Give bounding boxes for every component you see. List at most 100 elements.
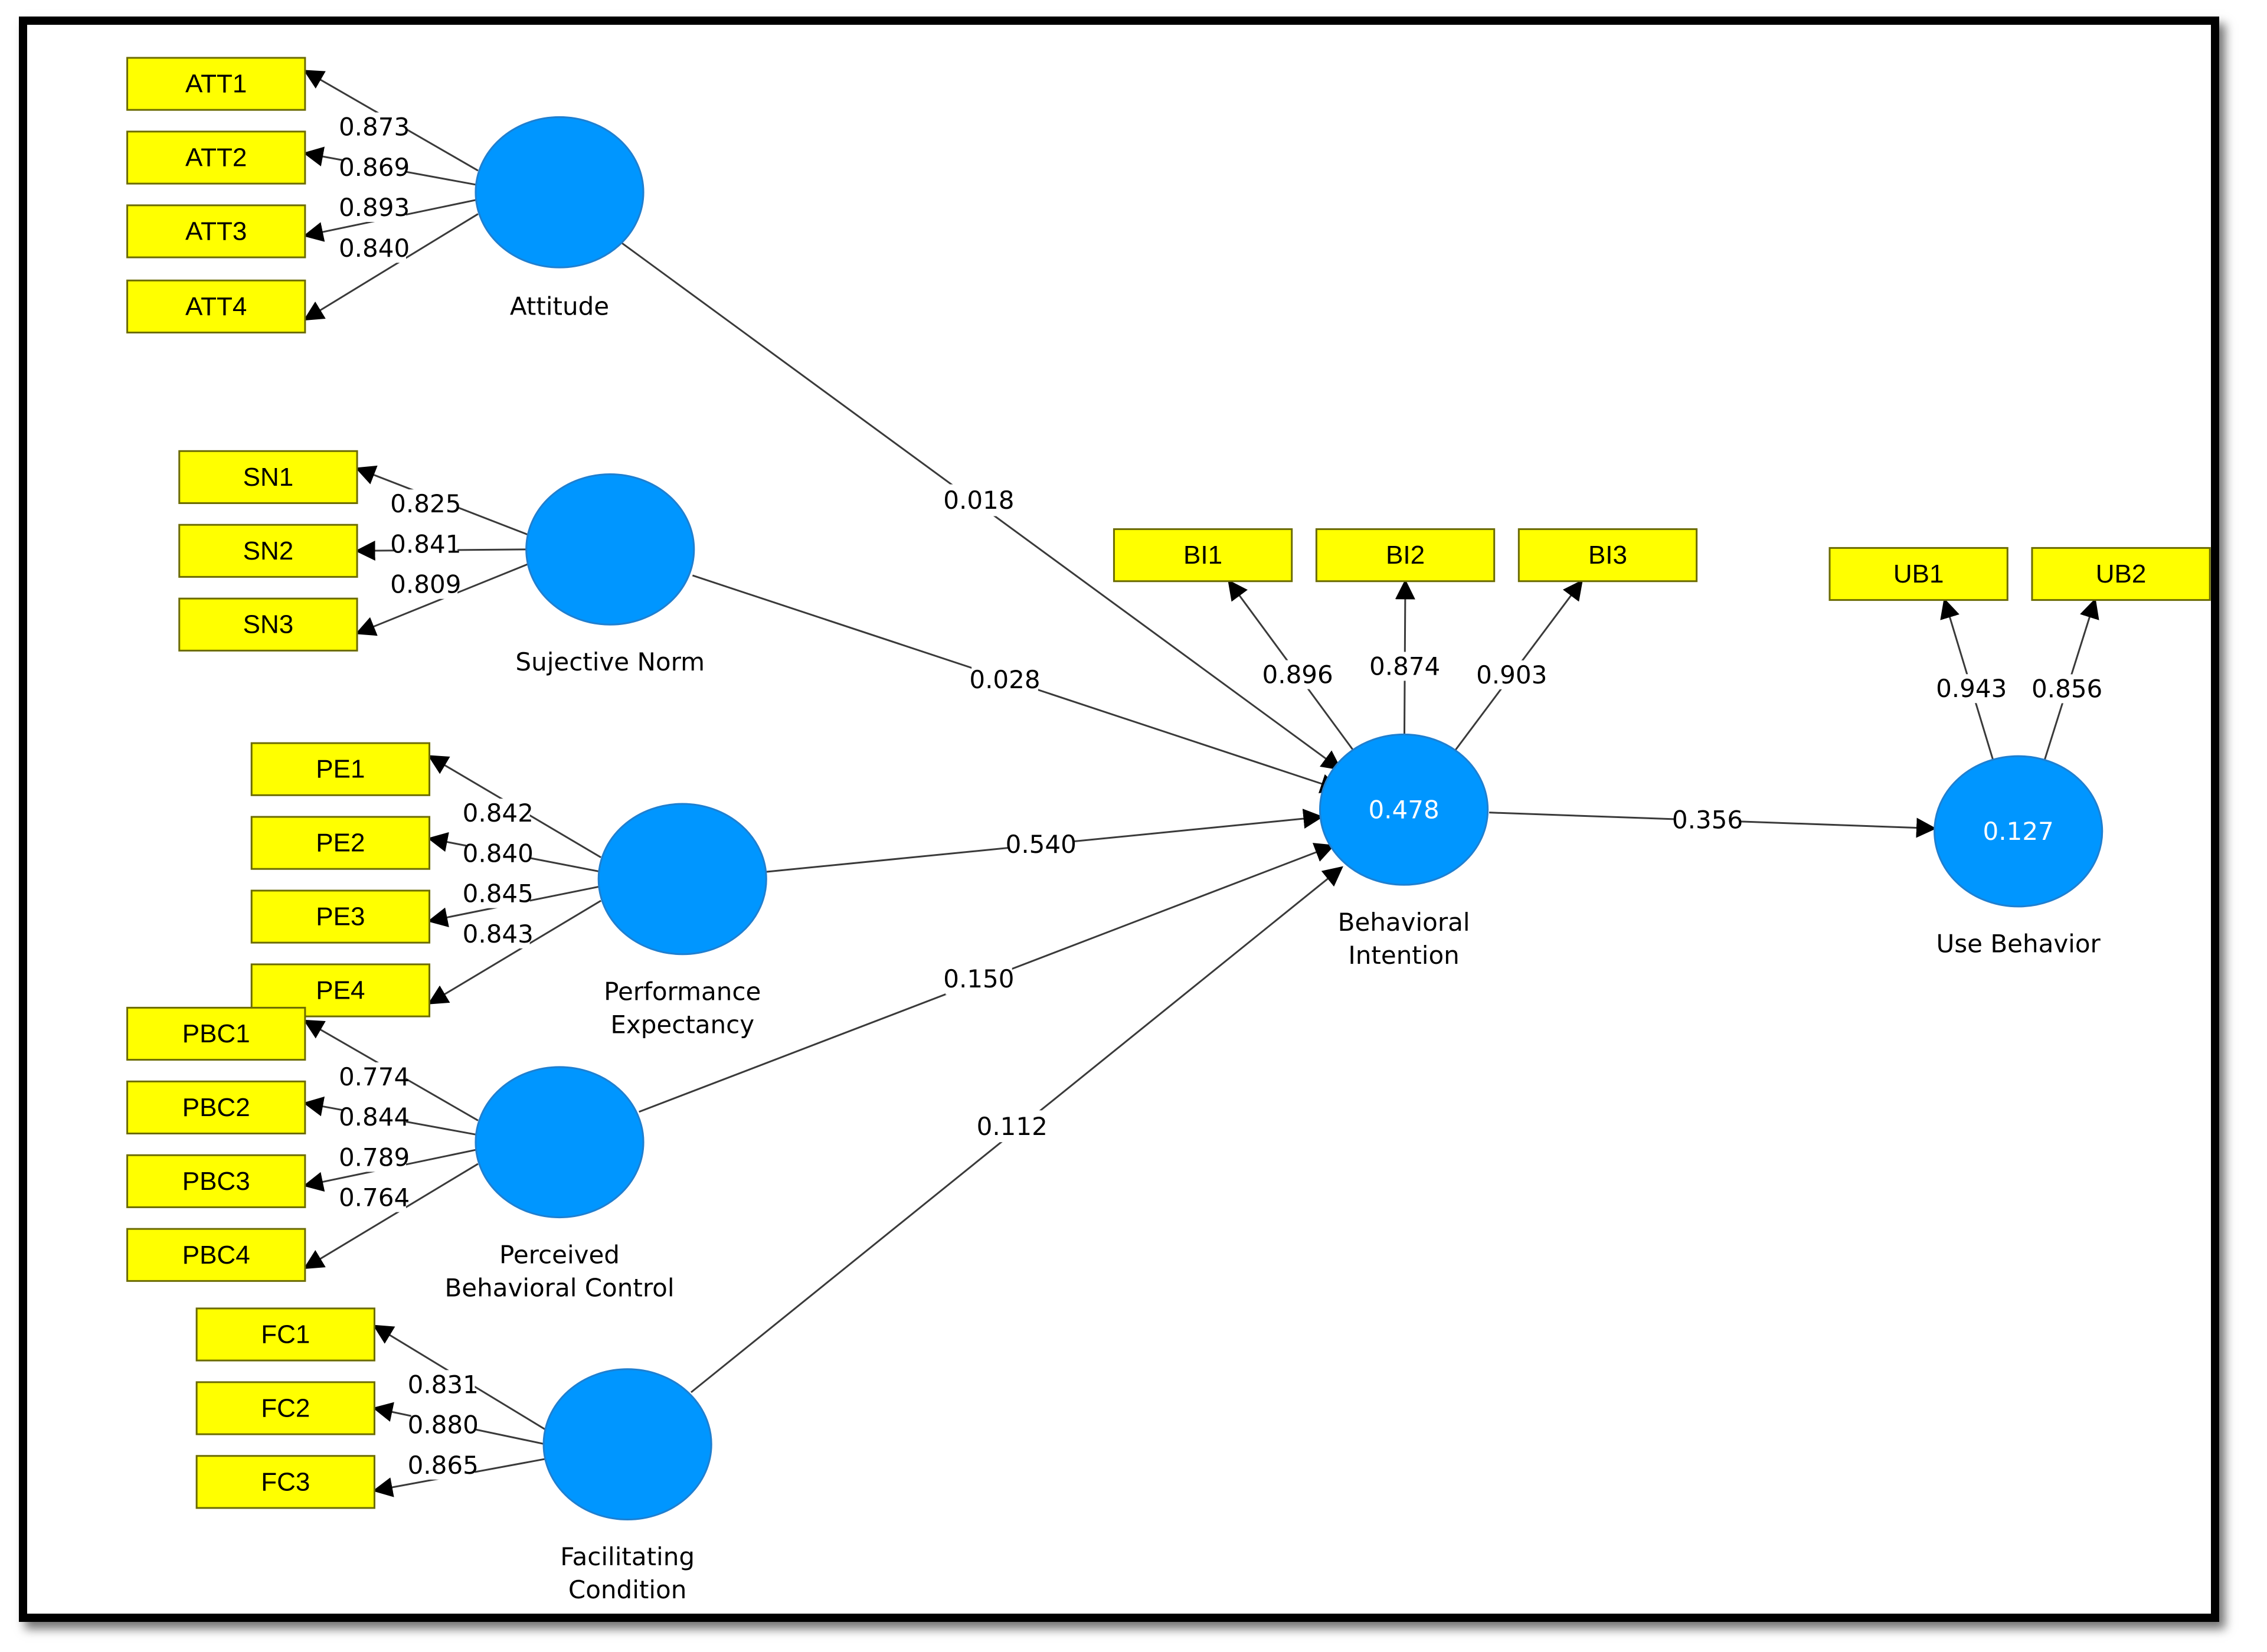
indicator-box-pe3[interactable] [250, 889, 431, 944]
indicator-label: PE2 [316, 829, 365, 858]
indicator-label: SN1 [243, 463, 294, 492]
loading-value: 0.873 [339, 113, 410, 142]
indicator-label: UB1 [1893, 560, 1944, 588]
loading-label-bg [394, 489, 458, 519]
indicator-label: SN2 [243, 537, 294, 565]
loading-label-bg [466, 879, 530, 908]
loading-value: 0.764 [339, 1183, 410, 1212]
r-squared-value: 0.127 [1983, 817, 2054, 846]
construct-label: Sujective Norm [515, 647, 705, 676]
construct-label: Attitude [510, 292, 609, 320]
loading-label-bg [342, 112, 406, 142]
loading-value: 0.825 [390, 489, 461, 518]
indicator-label: PBC4 [182, 1241, 250, 1270]
construct-label: Perceived [499, 1240, 620, 1269]
loading-label-bg [1939, 674, 2004, 704]
indicator-label: PE4 [316, 976, 365, 1005]
loading-value: 0.874 [1369, 652, 1440, 681]
loading-value: 0.843 [463, 920, 534, 948]
loading-value: 0.840 [463, 839, 534, 868]
indicator-label: BI2 [1386, 541, 1425, 570]
loading-label-bg [466, 799, 530, 828]
indicator-label: PE1 [316, 755, 365, 784]
indicator-label: PE3 [316, 902, 365, 931]
construct-bi[interactable] [1319, 733, 1489, 886]
indicator-box-fc1[interactable] [195, 1307, 375, 1362]
construct-att[interactable] [475, 116, 645, 269]
loading-label-bg [394, 529, 458, 559]
indicator-box-fc2[interactable] [195, 1381, 375, 1435]
construct-ub[interactable] [1934, 755, 2104, 908]
loading-label-bg [411, 1410, 475, 1440]
loading-value: 0.865 [408, 1451, 479, 1480]
indicator-box-pe2[interactable] [250, 816, 431, 870]
loading-label-bg [466, 919, 530, 948]
indicator-box-pbc2[interactable] [126, 1080, 306, 1134]
construct-label: Condition [568, 1575, 686, 1604]
path-coefficient: 0.540 [1006, 830, 1077, 859]
path-coef-bg [979, 1110, 1046, 1143]
construct-pbc[interactable] [475, 1066, 645, 1219]
indicator-box-pbc1[interactable] [126, 1006, 306, 1061]
indicator-label: FC1 [261, 1320, 310, 1349]
indicator-label: ATT2 [185, 143, 247, 172]
loading-value: 0.789 [339, 1143, 410, 1172]
construct-label: Use Behavior [1936, 930, 2101, 959]
loading-label-bg [2035, 674, 2099, 704]
loading-value: 0.943 [1936, 674, 2007, 703]
loading-label-bg [411, 1370, 475, 1399]
loading-label-bg [342, 234, 406, 263]
loading-edge [427, 899, 601, 1005]
indicator-box-pbc4[interactable] [126, 1228, 306, 1282]
loading-value: 0.893 [339, 193, 410, 222]
indicator-box-bi2[interactable] [1315, 528, 1496, 583]
indicator-box-pbc3[interactable] [126, 1154, 306, 1208]
indicator-label: BI1 [1183, 541, 1222, 570]
path-coefficient: 0.028 [969, 665, 1040, 694]
loading-label-bg [342, 1143, 406, 1172]
loading-value: 0.856 [2032, 674, 2102, 703]
construct-label: Behavioral [1338, 908, 1470, 937]
indicator-box-att1[interactable] [126, 57, 306, 111]
loading-label-bg [394, 570, 458, 599]
loading-value: 0.880 [408, 1411, 479, 1440]
loading-label-bg [466, 839, 530, 868]
indicator-label: FC2 [261, 1393, 310, 1422]
indicator-box-att4[interactable] [126, 279, 306, 333]
loading-label-bg [1373, 652, 1437, 681]
indicator-box-att2[interactable] [126, 130, 306, 185]
indicator-box-ub2[interactable] [2031, 547, 2211, 601]
construct-sn[interactable] [525, 473, 695, 626]
indicator-label: BI3 [1588, 541, 1627, 570]
path-coef-bg [1007, 828, 1075, 861]
path-coef-bg [946, 963, 1012, 995]
indicator-box-ub1[interactable] [1828, 547, 2008, 601]
r-squared-value: 0.478 [1368, 795, 1439, 824]
indicator-label: UB2 [2096, 560, 2147, 588]
indicator-box-bi3[interactable] [1517, 528, 1698, 583]
path-coefficient: 0.150 [943, 964, 1014, 993]
construct-pe[interactable] [597, 803, 767, 956]
indicator-box-sn3[interactable] [178, 597, 358, 652]
loading-label-bg [411, 1450, 475, 1480]
loading-label-bg [1480, 660, 1544, 689]
indicator-box-att3[interactable] [126, 204, 306, 259]
indicator-box-sn2[interactable] [178, 524, 358, 578]
construct-label: Facilitating [560, 1542, 695, 1571]
indicator-box-fc3[interactable] [195, 1455, 375, 1509]
loading-value: 0.774 [339, 1062, 410, 1091]
indicator-box-sn1[interactable] [178, 450, 358, 504]
indicator-box-pe1[interactable] [250, 742, 431, 796]
loading-edge [303, 213, 479, 321]
loading-label-bg [342, 152, 406, 182]
construct-label: Performance [604, 977, 761, 1006]
loading-label-bg [342, 193, 406, 223]
indicator-label: ATT4 [185, 292, 247, 321]
indicator-label: PBC1 [182, 1019, 250, 1048]
loading-value: 0.844 [339, 1103, 410, 1131]
construct-fc[interactable] [542, 1368, 712, 1521]
path-coef-bg [1674, 803, 1741, 836]
loading-value: 0.903 [1476, 660, 1547, 689]
indicator-box-bi1[interactable] [1113, 528, 1293, 583]
